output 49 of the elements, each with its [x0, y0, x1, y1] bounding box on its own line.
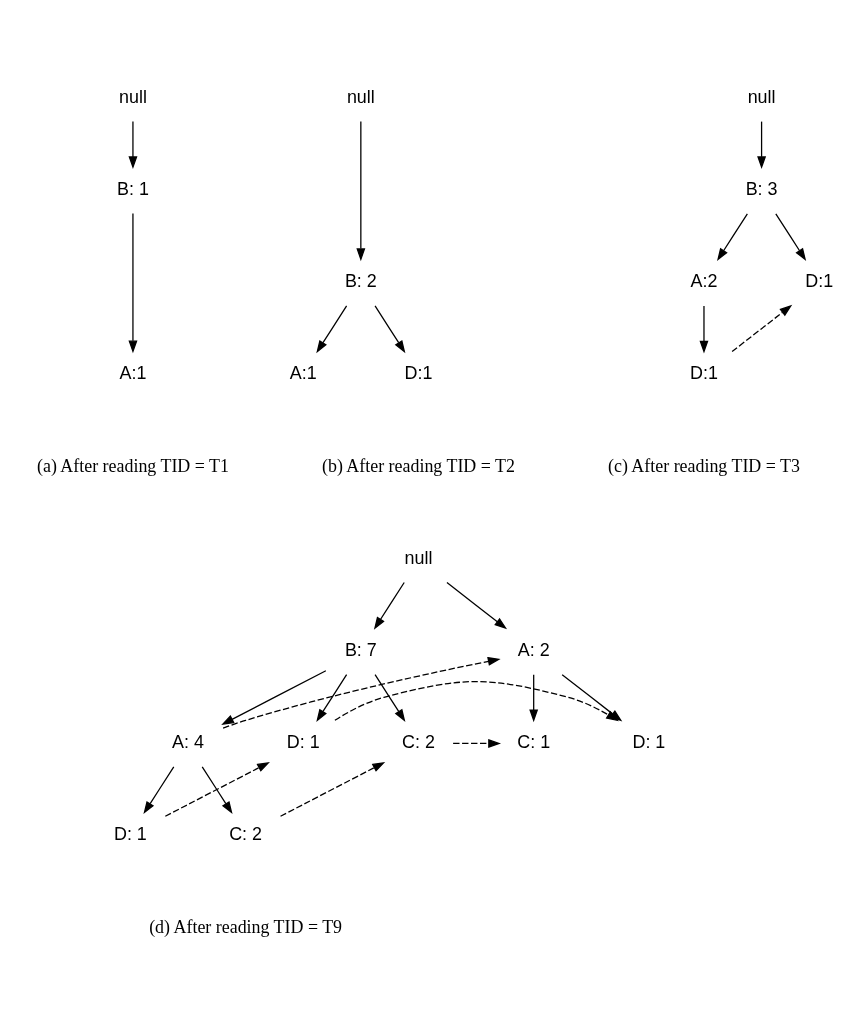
arrow — [222, 656, 501, 729]
label: (b) After reading TID = T2 — [321, 455, 515, 476]
node-text: null — [747, 86, 776, 107]
arrow — [316, 304, 348, 353]
node-text: D: 1 — [286, 731, 320, 752]
node-text: B: 3 — [745, 178, 778, 199]
arrow — [373, 581, 405, 630]
node-text: D:1 — [404, 362, 433, 383]
node-text: D: 1 — [113, 823, 147, 844]
arrow — [316, 673, 348, 722]
arrow — [128, 212, 138, 353]
arrow — [164, 761, 270, 817]
arrow — [452, 738, 501, 748]
label: (a) After reading TID = T1 — [36, 455, 229, 476]
node-text: A:2 — [690, 270, 718, 291]
arrow — [279, 761, 386, 817]
arrow — [374, 673, 406, 722]
node-text: A: 4 — [172, 731, 204, 752]
arrow — [529, 673, 539, 722]
arrow — [731, 304, 793, 352]
node-text: null — [346, 86, 375, 107]
node-text: A: 2 — [517, 639, 550, 660]
label: (d) After reading TID = T9 — [149, 916, 343, 937]
arrow — [334, 680, 619, 721]
arrow — [717, 212, 748, 261]
node-text: B: 2 — [344, 270, 377, 291]
node-text: A:1 — [119, 362, 147, 383]
arrow — [201, 765, 233, 814]
node-text: null — [119, 86, 147, 107]
node-text: C: 1 — [517, 731, 551, 752]
arrow — [143, 765, 175, 814]
node-text: null — [404, 547, 433, 568]
node-text: B: 1 — [117, 178, 149, 199]
arrow — [374, 304, 406, 353]
arrow — [446, 581, 508, 629]
label: (c) After reading TID = T3 — [608, 455, 800, 476]
node-text: D:1 — [805, 270, 834, 291]
node-text: B: 7 — [344, 639, 377, 660]
arrow — [775, 212, 807, 261]
arrow — [221, 669, 327, 725]
arrow — [757, 120, 767, 169]
arrow — [699, 304, 709, 353]
node-text: A:1 — [289, 362, 317, 383]
node-text: D: 1 — [632, 731, 666, 752]
node-text: C: 2 — [402, 731, 435, 752]
node-text: D:1 — [690, 362, 718, 383]
arrow — [356, 120, 366, 261]
node-text: C: 2 — [229, 823, 263, 844]
arrow — [128, 120, 138, 169]
